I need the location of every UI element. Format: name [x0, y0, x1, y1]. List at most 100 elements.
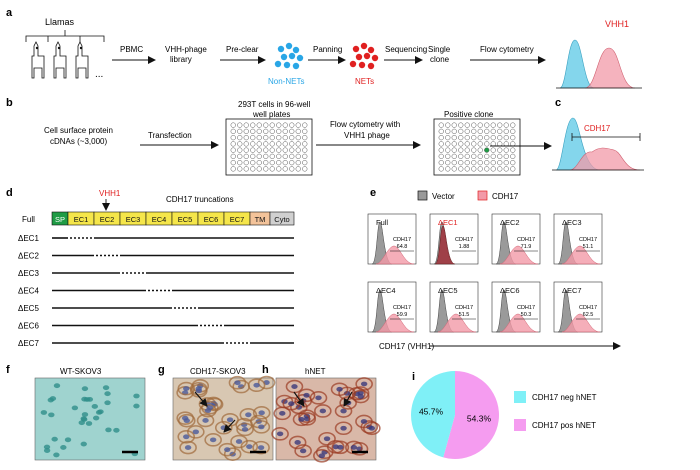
nets-label: NETs	[355, 77, 374, 86]
well	[302, 142, 307, 147]
well	[270, 160, 275, 165]
flow-histogram: ΔEC3CDH1751.1	[554, 214, 602, 264]
well	[445, 123, 450, 128]
well	[452, 142, 457, 147]
well	[244, 135, 249, 140]
well	[270, 135, 275, 140]
well	[270, 123, 275, 128]
vhh1-epitope-label: VHH1	[99, 189, 121, 198]
well	[270, 142, 275, 147]
panel-h-title: hNET	[305, 367, 326, 376]
well	[465, 160, 470, 165]
well	[471, 123, 476, 128]
well	[458, 160, 463, 165]
domain-label: EC7	[230, 215, 245, 224]
well	[497, 129, 502, 134]
well	[231, 142, 236, 147]
llama-bracket	[26, 36, 104, 42]
well	[283, 135, 288, 140]
well	[263, 129, 268, 134]
gate-label: CDH17	[579, 305, 597, 311]
well	[289, 123, 294, 128]
cdh17-skov3-micrograph	[173, 377, 275, 461]
legend-vector-swatch	[418, 191, 427, 200]
well	[257, 154, 262, 159]
nets-cells	[350, 43, 378, 69]
well	[484, 135, 489, 140]
flow-histogram: ΔEC6CDH1750.3	[492, 282, 540, 332]
well	[439, 160, 444, 165]
well	[445, 142, 450, 147]
well	[491, 135, 496, 140]
pie-legend-swatch-pos	[514, 419, 526, 431]
truncation-label: ΔEC1	[18, 234, 39, 243]
truncation-label: ΔEC6	[18, 322, 39, 331]
well	[263, 167, 268, 172]
well	[478, 160, 483, 165]
pie-legend-pos: CDH17 pos hNET	[532, 421, 596, 430]
gate-label: CDH17	[517, 237, 535, 243]
step-vhh-phage: VHH-phage	[165, 45, 207, 54]
well	[296, 135, 301, 140]
well	[244, 160, 249, 165]
well	[510, 148, 515, 153]
transfection-label: Transfection	[148, 131, 192, 140]
panel-a-label: a	[6, 7, 13, 19]
well	[250, 154, 255, 159]
well	[458, 129, 463, 134]
well	[289, 135, 294, 140]
llama-icon	[32, 42, 88, 78]
well	[445, 160, 450, 165]
well	[471, 160, 476, 165]
well	[237, 167, 242, 172]
well	[497, 160, 502, 165]
truncation-label: ΔEC5	[18, 304, 39, 313]
well	[497, 123, 502, 128]
well	[263, 142, 268, 147]
well	[244, 148, 249, 153]
gate-value: 51.1	[583, 244, 594, 250]
well	[289, 154, 294, 159]
well	[270, 148, 275, 153]
well	[302, 167, 307, 172]
well	[237, 154, 242, 159]
well	[257, 135, 262, 140]
well	[289, 167, 294, 172]
well	[283, 154, 288, 159]
gate-value: 50.3	[521, 312, 532, 318]
well	[250, 160, 255, 165]
step-sequencing: Sequencing	[385, 45, 427, 54]
well	[465, 148, 470, 153]
well	[504, 154, 509, 159]
well	[276, 129, 281, 134]
well	[452, 154, 457, 159]
well	[510, 154, 515, 159]
well	[471, 129, 476, 134]
well	[257, 123, 262, 128]
well	[276, 160, 281, 165]
well-plate-96	[226, 119, 312, 175]
well	[296, 167, 301, 172]
well	[237, 148, 242, 153]
panel-d-label: d	[6, 187, 13, 199]
well	[283, 123, 288, 128]
well	[296, 154, 301, 159]
panel-e-label: e	[370, 187, 376, 199]
domain-label: EC2	[100, 215, 115, 224]
well	[244, 129, 249, 134]
well	[484, 123, 489, 128]
well	[439, 129, 444, 134]
well	[257, 167, 262, 172]
truncation-rows: ΔEC1ΔEC2ΔEC3ΔEC4ΔEC5ΔEC6ΔEC7	[18, 234, 294, 348]
gate-value: 51.5	[459, 312, 470, 318]
legend-vector-label: Vector	[432, 192, 455, 201]
llamas-label: Llamas	[45, 17, 75, 27]
legend-cdh17-swatch	[478, 191, 487, 200]
step-clone: clone	[430, 55, 450, 64]
vhh1-histogram	[556, 40, 642, 88]
legend-cdh17-label: CDH17	[492, 192, 519, 201]
histogram-title: ΔEC3	[562, 218, 582, 227]
pie-slice-label: 45.7%	[419, 407, 444, 417]
